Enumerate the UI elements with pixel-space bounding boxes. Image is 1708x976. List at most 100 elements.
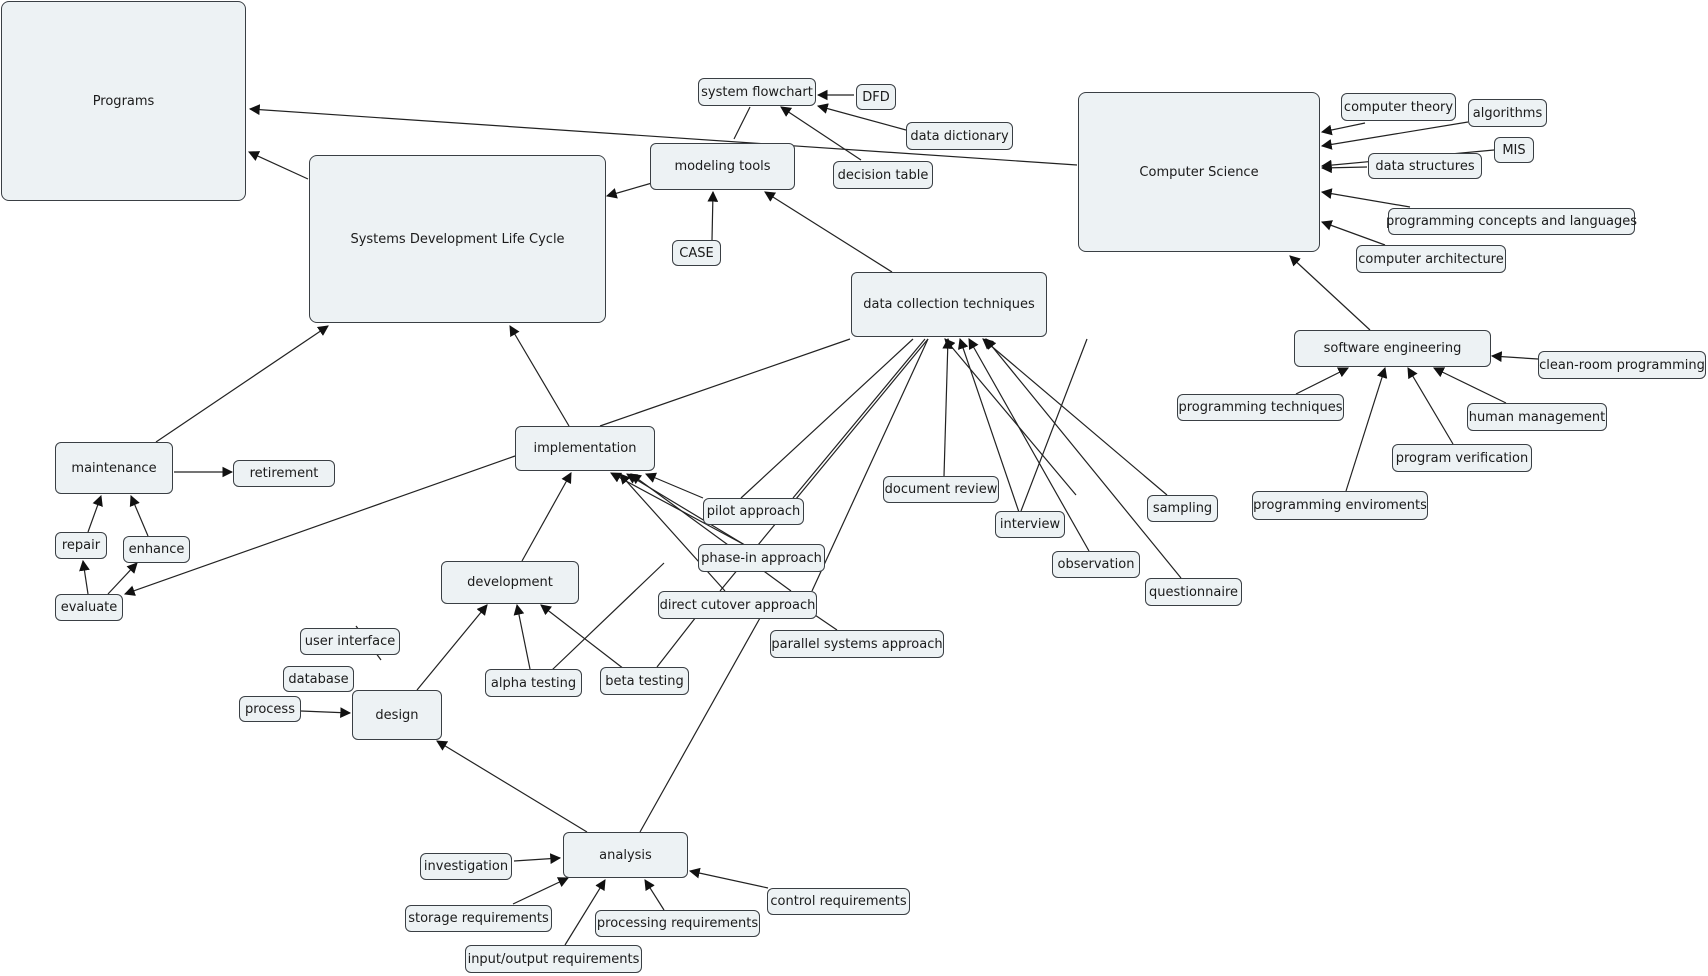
node-sampling[interactable]: sampling xyxy=(1147,495,1218,522)
node-processing-req[interactable]: processing requirements xyxy=(595,910,760,937)
node-case[interactable]: CASE xyxy=(672,240,721,266)
node-decision-table[interactable]: decision table xyxy=(833,161,933,189)
link-24 xyxy=(129,495,149,537)
node-implementation[interactable]: implementation xyxy=(515,426,655,471)
node-alpha[interactable]: alpha testing xyxy=(485,669,582,697)
node-direct-cutover[interactable]: direct cutover approach xyxy=(658,591,817,619)
link-10 xyxy=(1320,121,1469,150)
node-prog-techniques[interactable]: programming techniques xyxy=(1177,394,1344,421)
link-15 xyxy=(1289,255,1371,331)
link-21 xyxy=(155,325,329,443)
link-33 xyxy=(540,604,625,670)
node-observation[interactable]: observation xyxy=(1052,551,1140,578)
node-algorithms[interactable]: algorithms xyxy=(1468,99,1547,127)
link-0 xyxy=(248,104,1078,166)
link-37 xyxy=(1020,338,1088,512)
node-phase-in[interactable]: phase-in approach xyxy=(698,544,825,572)
node-process[interactable]: process xyxy=(239,696,301,722)
link-59 xyxy=(564,879,606,946)
link-27 xyxy=(123,455,516,596)
link-17 xyxy=(1295,367,1349,395)
link-8 xyxy=(764,191,893,273)
link-14 xyxy=(1320,220,1386,246)
node-enhance[interactable]: enhance xyxy=(123,536,190,563)
node-mis[interactable]: MIS xyxy=(1494,137,1534,163)
link-50 xyxy=(630,473,792,592)
node-evaluate[interactable]: evaluate xyxy=(55,594,123,621)
node-questionnaire[interactable]: questionnaire xyxy=(1145,578,1242,606)
node-computer-theory[interactable]: computer theory xyxy=(1341,93,1456,121)
node-human-mgmt[interactable]: human management xyxy=(1467,403,1607,431)
node-interview[interactable]: interview xyxy=(995,511,1065,538)
node-comp-arch[interactable]: computer architecture xyxy=(1356,245,1506,273)
node-database[interactable]: database xyxy=(283,666,354,692)
node-retirement[interactable]: retirement xyxy=(233,460,335,487)
link-3 xyxy=(733,106,751,140)
link-26 xyxy=(107,562,138,595)
node-clean-room[interactable]: clean-room programming xyxy=(1538,351,1706,379)
node-system-flowchart[interactable]: system flowchart xyxy=(698,78,816,106)
link-7 xyxy=(707,190,719,241)
link-54 xyxy=(656,616,697,668)
node-data-dictionary[interactable]: data dictionary xyxy=(906,122,1013,150)
node-software-eng[interactable]: software engineering xyxy=(1294,330,1491,367)
node-development[interactable]: development xyxy=(441,561,579,604)
link-35 xyxy=(300,707,352,718)
link-5 xyxy=(816,103,907,131)
link-55 xyxy=(436,740,588,833)
link-20 xyxy=(1345,366,1388,492)
node-modeling-tools[interactable]: modeling tools xyxy=(650,143,795,190)
node-cs[interactable]: Computer Science xyxy=(1078,92,1320,252)
node-data-structures[interactable]: data structures xyxy=(1368,153,1482,179)
node-repair[interactable]: repair xyxy=(55,532,107,559)
link-57 xyxy=(639,617,761,833)
link-39 xyxy=(958,337,1024,525)
link-46 xyxy=(645,472,704,499)
node-parallel[interactable]: parallel systems approach xyxy=(770,630,944,658)
node-beta[interactable]: beta testing xyxy=(600,667,689,695)
link-30 xyxy=(521,472,572,562)
node-pilot[interactable]: pilot approach xyxy=(703,498,804,525)
node-program-verification[interactable]: program verification xyxy=(1392,444,1532,472)
link-23 xyxy=(87,494,103,533)
link-32 xyxy=(513,603,531,670)
link-45 xyxy=(811,338,929,592)
node-user-interface[interactable]: user interface xyxy=(300,628,400,655)
link-16 xyxy=(1490,351,1539,363)
link-36 xyxy=(944,338,1077,496)
link-60 xyxy=(644,879,665,911)
node-dfd[interactable]: DFD xyxy=(856,84,896,110)
link-25 xyxy=(79,559,90,595)
link-6 xyxy=(780,106,862,161)
node-programs[interactable]: Programs xyxy=(1,1,246,201)
node-storage-req[interactable]: storage requirements xyxy=(405,905,552,932)
node-maintenance[interactable]: maintenance xyxy=(55,442,173,494)
link-2 xyxy=(605,182,653,199)
node-design[interactable]: design xyxy=(352,690,442,740)
link-41 xyxy=(982,338,1168,496)
link-42 xyxy=(985,338,1182,579)
link-58 xyxy=(512,877,569,905)
node-control-req[interactable]: control requirements xyxy=(767,888,910,915)
node-prog-concepts[interactable]: programming concepts and languages xyxy=(1386,208,1637,235)
link-1 xyxy=(248,151,309,180)
link-18 xyxy=(1433,367,1507,404)
link-40 xyxy=(968,338,1090,552)
link-12 xyxy=(1320,162,1368,174)
link-49 xyxy=(619,473,726,592)
node-analysis[interactable]: analysis xyxy=(563,832,688,878)
link-38 xyxy=(942,337,954,477)
node-prog-environments[interactable]: programming enviroments xyxy=(1252,491,1428,520)
link-9 xyxy=(1320,122,1366,136)
link-19 xyxy=(1407,367,1454,445)
node-sdlc[interactable]: Systems Development Life Cycle xyxy=(309,155,606,323)
link-43 xyxy=(740,338,914,499)
node-document-review[interactable]: document review xyxy=(883,476,999,503)
link-44 xyxy=(792,338,926,499)
link-61 xyxy=(688,867,769,889)
node-investigation[interactable]: investigation xyxy=(420,853,512,880)
node-data-collection[interactable]: data collection techniques xyxy=(851,272,1047,337)
node-io-req[interactable]: input/output requirements xyxy=(465,945,642,973)
